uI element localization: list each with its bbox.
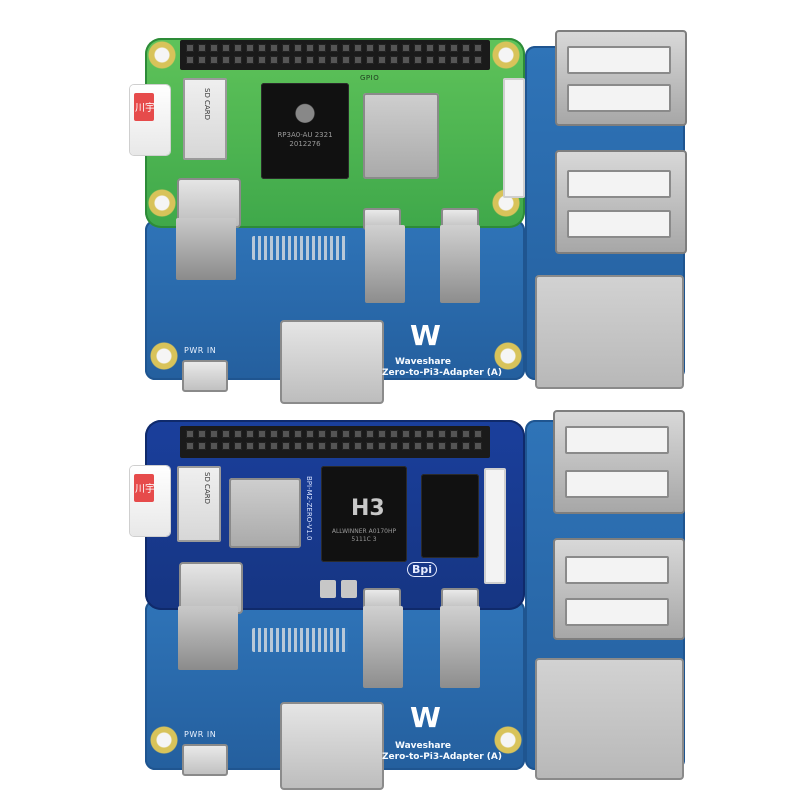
banana-pi-zero-board: 川宇 SD CARD BPI-M2-ZERO-V1.0 H3 ALLWINNER… xyxy=(130,420,525,614)
adapter-brand: Waveshare xyxy=(395,741,452,751)
mount-hole xyxy=(150,726,178,754)
sd-slot xyxy=(177,466,221,542)
mount-hole xyxy=(150,342,178,370)
usb-a-port-top-1 xyxy=(555,30,687,126)
ethernet-port-top xyxy=(535,275,684,389)
camera-connector xyxy=(503,78,525,198)
sd-slot-label: SD CARD xyxy=(203,472,211,504)
gpio-header xyxy=(180,426,490,458)
power-micro-usb-port xyxy=(182,360,228,392)
sd-card: 川宇 xyxy=(130,85,170,155)
usb-a-port-bottom-2 xyxy=(553,538,685,640)
mount-hole xyxy=(492,41,520,69)
adapter-brand: Waveshare xyxy=(395,357,452,367)
full-hdmi-port xyxy=(280,320,384,404)
full-hdmi-port xyxy=(280,702,384,790)
bpi-logo: Bpi xyxy=(407,562,438,577)
usb-a-port-bottom-1 xyxy=(553,410,685,514)
mount-hole xyxy=(494,342,522,370)
waveshare-logo: W xyxy=(410,322,470,362)
gpio-header xyxy=(180,40,490,70)
sd-slot xyxy=(183,78,227,160)
bottom-assembly: 川宇 SD CARD BPI-M2-ZERO-V1.0 H3 ALLWINNER… xyxy=(0,400,800,800)
wifi-shield xyxy=(363,93,439,179)
waveshare-logo-icon: W xyxy=(410,701,441,734)
soc-text: RP3A0-AU 2321 2012276 xyxy=(277,131,333,148)
gpio-label: GPIO xyxy=(360,74,380,82)
micro-usb-plug-2 xyxy=(440,225,480,303)
header-pads xyxy=(252,236,348,260)
adapter-model: Zero-to-Pi3-Adapter (A) xyxy=(382,752,502,762)
usb-a-port-top-2 xyxy=(555,150,687,254)
sd-card: 川宇 xyxy=(130,466,170,536)
soc-subtext: ALLWINNER A0170HP 5111C 3 xyxy=(331,528,397,543)
mount-hole xyxy=(494,726,522,754)
ethernet-port-bottom xyxy=(535,658,684,780)
sd-card-label: 川宇 xyxy=(135,484,155,495)
mini-hdmi-adapter-plug xyxy=(176,218,236,280)
waveshare-logo-icon: W xyxy=(410,319,441,352)
mount-hole xyxy=(148,41,176,69)
soc-label: H3 xyxy=(351,496,385,521)
adapter-model: Zero-to-Pi3-Adapter (A) xyxy=(382,368,502,378)
mini-hdmi-adapter-plug xyxy=(178,606,238,670)
wifi-module xyxy=(229,478,301,548)
power-micro-usb-port xyxy=(182,744,228,776)
raspberry-logo-icon xyxy=(294,99,316,123)
top-assembly: GPIO 川宇 SD CARD RP3A0-AU 2321 2012276 PW… xyxy=(130,30,687,404)
soc-chip: RP3A0-AU 2321 2012276 xyxy=(261,83,349,179)
header-pads xyxy=(252,628,348,652)
micro-usb-plug-2 xyxy=(440,606,480,688)
button-2 xyxy=(341,580,357,598)
waveshare-logo: W xyxy=(410,704,470,744)
micro-usb-plug-1 xyxy=(363,606,403,688)
camera-connector xyxy=(484,468,506,584)
ram-chip xyxy=(421,474,479,558)
micro-usb-plug-1 xyxy=(365,225,405,303)
pi-zero-board: GPIO 川宇 SD CARD RP3A0-AU 2321 2012276 xyxy=(130,38,525,230)
sd-slot-label: SD CARD xyxy=(203,88,211,120)
button-1 xyxy=(320,580,336,598)
board-name: BPI-M2-ZERO-V1.0 xyxy=(305,476,313,541)
soc-chip: H3 ALLWINNER A0170HP 5111C 3 xyxy=(321,466,407,562)
mount-hole xyxy=(148,189,176,217)
pwr-label: PWR IN xyxy=(184,730,217,739)
sd-card-label: 川宇 xyxy=(135,103,155,114)
pwr-label: PWR IN xyxy=(184,346,217,355)
